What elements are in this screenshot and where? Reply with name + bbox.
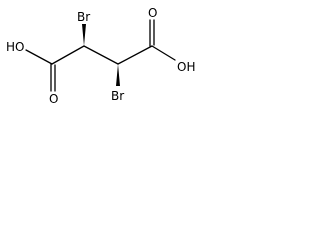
- label-oxygen-carbonyl-left: O: [49, 92, 58, 106]
- bond-c3-c4: [117, 45, 153, 65]
- bond-c2-c3: [83, 45, 119, 65]
- label-oxygen-carbonyl-right: O: [148, 6, 157, 20]
- bond-c4-oh: [151, 45, 176, 61]
- chemical-structure: HO Br O O OH Br: [6, 6, 195, 106]
- wedge-c2-br: [82, 24, 86, 46]
- bond-c1-c2: [51, 45, 85, 65]
- wedge-c3-br: [116, 64, 120, 86]
- label-hydroxyl-right: OH: [177, 60, 195, 74]
- label-bromine-top: Br: [77, 10, 90, 24]
- label-bromine-bottom: Br: [111, 89, 124, 103]
- label-hydroxyl-left: HO: [6, 40, 24, 54]
- bond-ho-c1: [25, 49, 53, 65]
